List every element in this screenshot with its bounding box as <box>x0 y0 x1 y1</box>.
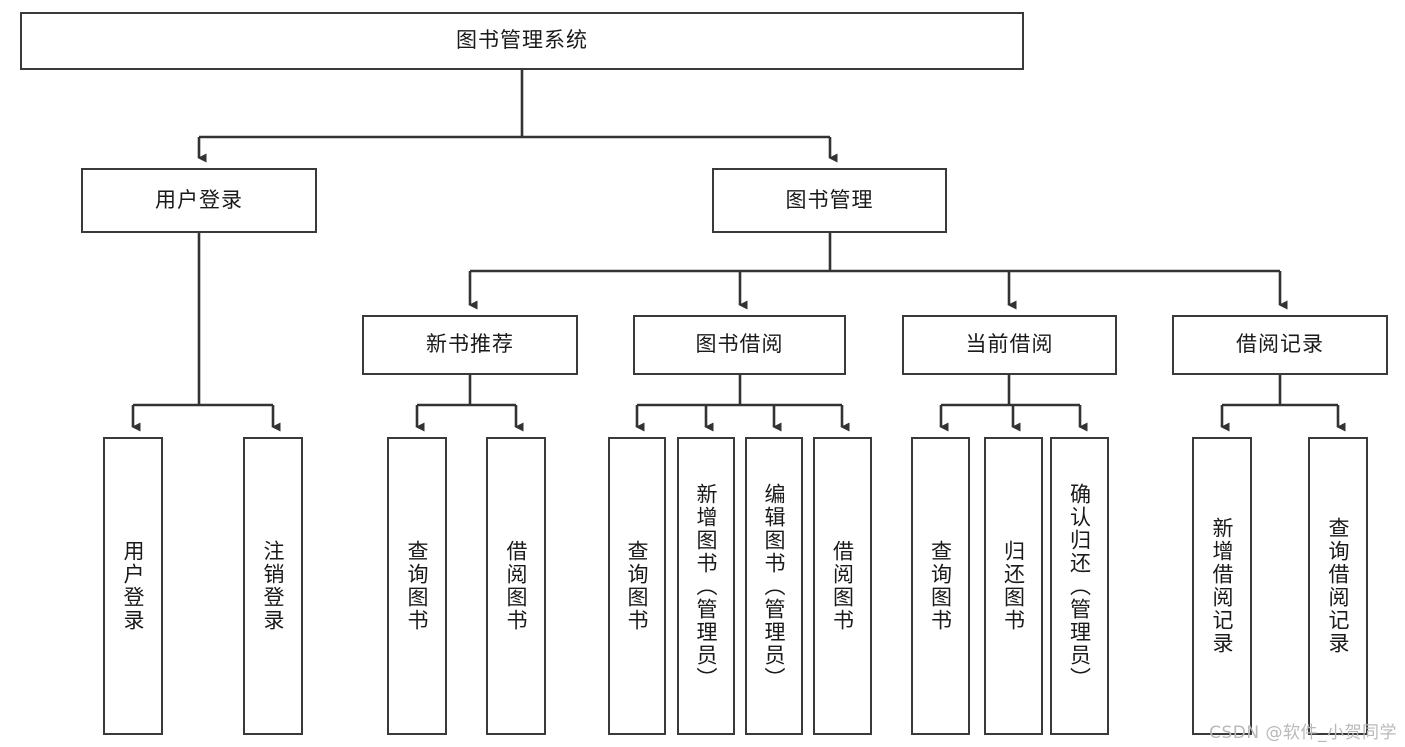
leaf-query-book-current-label: 查询图书 <box>928 540 953 632</box>
leaf-confirm-return-label: 确认归还（管理员） <box>1067 482 1092 690</box>
leaf-borrow-book-recommend[interactable]: 借阅图书 <box>486 437 546 735</box>
leaf-add-book-label: 新增图书（管理员） <box>694 482 719 690</box>
node-borrow-record[interactable]: 借阅记录 <box>1172 315 1388 375</box>
leaf-add-book[interactable]: 新增图书（管理员） <box>677 437 735 735</box>
node-book-borrow-label: 图书借阅 <box>695 332 784 357</box>
leaf-edit-book[interactable]: 编辑图书（管理员） <box>745 437 803 735</box>
node-root[interactable]: 图书管理系统 <box>20 12 1024 70</box>
csdn-watermark: CSDN @软件_小贺同学 <box>1209 723 1397 743</box>
leaf-add-borrow-record[interactable]: 新增借阅记录 <box>1192 437 1252 735</box>
node-current-borrow-label: 当前借阅 <box>965 332 1054 357</box>
node-book-management[interactable]: 图书管理 <box>712 168 947 233</box>
leaf-logout-label: 注销登录 <box>261 540 286 632</box>
leaf-query-borrow-record-label: 查询借阅记录 <box>1326 517 1351 655</box>
node-borrow-record-label: 借阅记录 <box>1236 332 1324 357</box>
node-new-book-recommend[interactable]: 新书推荐 <box>362 315 578 375</box>
leaf-borrow-book-recommend-label: 借阅图书 <box>504 540 529 632</box>
node-root-label: 图书管理系统 <box>456 28 588 53</box>
leaf-confirm-return[interactable]: 确认归还（管理员） <box>1050 437 1109 735</box>
leaf-query-book-label: 查询图书 <box>625 540 650 632</box>
node-user-login[interactable]: 用户登录 <box>81 168 317 233</box>
leaf-query-book-recommend-label: 查询图书 <box>405 540 430 632</box>
node-user-login-label: 用户登录 <box>155 187 243 212</box>
leaf-query-book-current[interactable]: 查询图书 <box>911 437 970 735</box>
leaf-query-book-recommend[interactable]: 查询图书 <box>387 437 447 735</box>
node-current-borrow[interactable]: 当前借阅 <box>902 315 1117 375</box>
leaf-edit-book-label: 编辑图书（管理员） <box>762 482 787 690</box>
leaf-add-borrow-record-label: 新增借阅记录 <box>1210 517 1235 655</box>
node-book-borrow[interactable]: 图书借阅 <box>633 315 846 375</box>
node-book-management-label: 图书管理 <box>785 187 874 212</box>
leaf-user-login-label: 用户登录 <box>121 540 146 632</box>
leaf-return-book[interactable]: 归还图书 <box>984 437 1043 735</box>
leaf-return-book-label: 归还图书 <box>1001 540 1026 632</box>
leaf-borrow-book-label: 借阅图书 <box>830 540 855 632</box>
leaf-query-borrow-record[interactable]: 查询借阅记录 <box>1308 437 1368 735</box>
leaf-logout[interactable]: 注销登录 <box>243 437 303 735</box>
leaf-query-book[interactable]: 查询图书 <box>608 437 666 735</box>
leaf-user-login[interactable]: 用户登录 <box>103 437 163 735</box>
leaf-borrow-book[interactable]: 借阅图书 <box>813 437 872 735</box>
node-new-book-recommend-label: 新书推荐 <box>426 332 514 357</box>
